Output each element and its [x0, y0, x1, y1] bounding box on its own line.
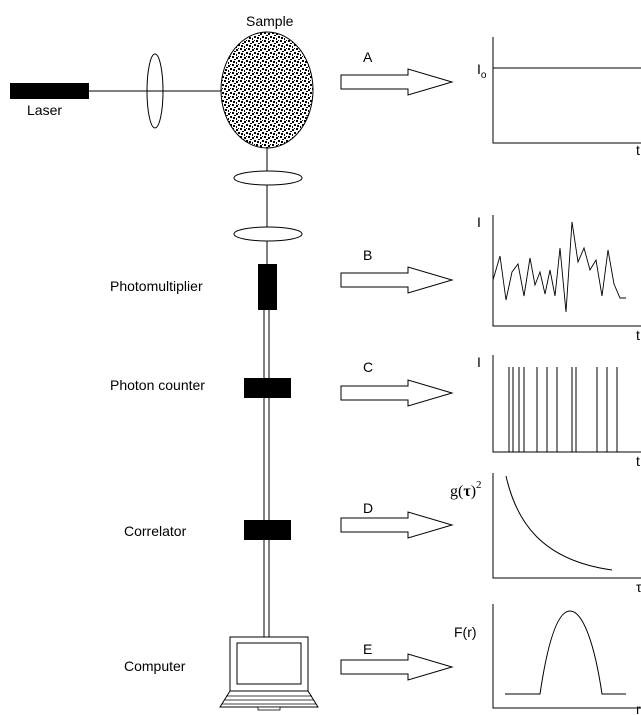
stage-label-e: E — [363, 641, 372, 657]
laser-body — [10, 83, 89, 99]
graph-d: g(τ)2 τ — [450, 473, 641, 595]
computer-label: Computer — [124, 658, 186, 674]
stage-arrow-c: C — [340, 359, 454, 407]
graph-b-signal — [492, 221, 626, 313]
stage-arrow-d: D — [340, 500, 454, 539]
sample-cell — [220, 31, 314, 149]
correlator-block — [244, 520, 291, 540]
stage-arrows: A B C D E — [340, 49, 454, 681]
graph-c-axes — [492, 355, 641, 453]
sample-label: Sample — [246, 13, 294, 29]
photon-counter-block — [244, 378, 291, 398]
laser-label: Laser — [27, 102, 62, 118]
optical-train: Laser Sample Photomultiplier Photon coun… — [10, 13, 319, 711]
graph-e-axes — [492, 604, 641, 709]
graph-d-ylabel: g(τ)2 — [450, 479, 482, 500]
correlator-label: Correlator — [124, 523, 187, 539]
stage-arrow-b: B — [340, 247, 454, 294]
graph-e: F(r) r — [454, 604, 641, 715]
graph-d-axes — [492, 473, 641, 579]
graph-c-ylabel: I — [477, 354, 481, 370]
focusing-lens — [146, 53, 164, 129]
graph-a-axes — [492, 37, 641, 144]
collection-lens-2 — [233, 226, 303, 242]
stage-label-c: C — [363, 359, 373, 375]
graph-e-distribution-curve — [505, 610, 626, 695]
graph-b-axes — [492, 215, 641, 327]
graph-e-ylabel: F(r) — [454, 624, 477, 640]
graph-d-decay-curve — [505, 475, 613, 571]
stage-label-d: D — [363, 500, 373, 516]
graph-e-xlabel: r — [636, 701, 641, 715]
stage-label-a: A — [363, 49, 373, 65]
graph-a-ylabel: Io — [477, 61, 487, 81]
graph-d-xlabel: τ — [636, 579, 641, 595]
graph-b-xlabel: t — [636, 327, 640, 343]
photomultiplier-block — [258, 264, 277, 310]
stage-arrow-e: E — [340, 641, 454, 681]
computer-icon — [219, 636, 319, 711]
photomultiplier-label: Photomultiplier — [110, 278, 203, 294]
graph-c: I t — [477, 354, 641, 469]
graph-c-xlabel: t — [636, 453, 640, 469]
graph-b-ylabel: I — [477, 214, 481, 230]
graph-c-pulses — [508, 367, 618, 452]
graph-a-xlabel: t — [636, 142, 640, 158]
collection-lens-1 — [233, 170, 303, 186]
graph-b: I t — [477, 214, 641, 343]
graph-a: Io t — [477, 37, 641, 158]
stage-label-b: B — [363, 247, 372, 263]
stage-arrow-a: A — [340, 49, 454, 96]
photon-counter-label: Photon counter — [110, 377, 205, 393]
